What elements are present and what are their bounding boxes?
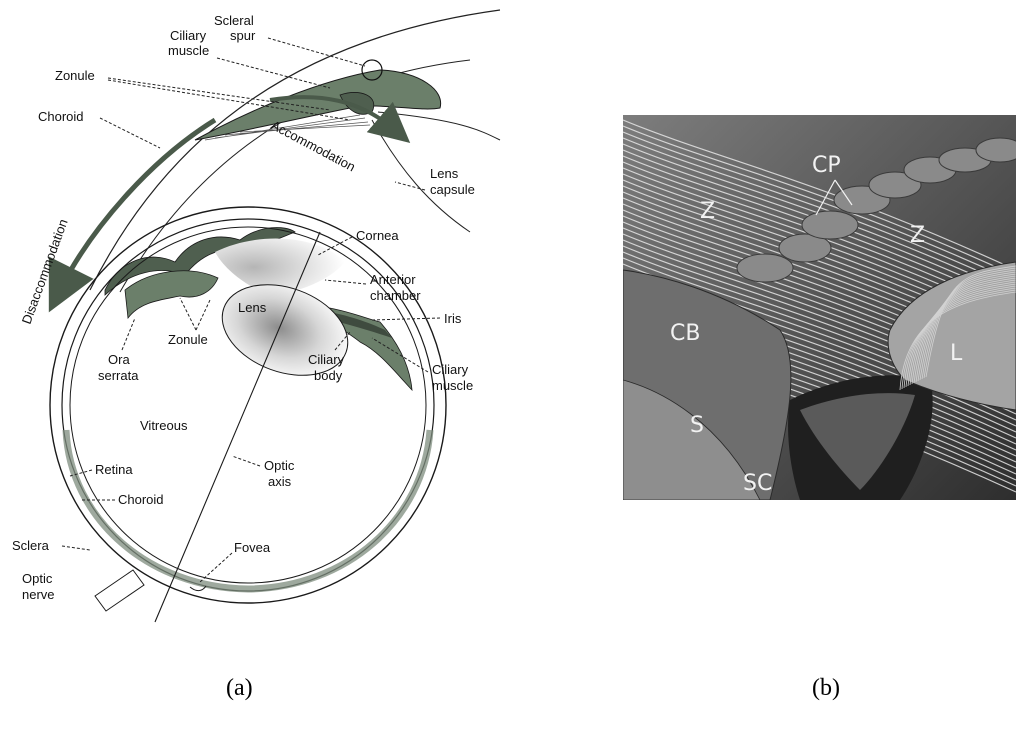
label-zonule-top: Zonule	[55, 68, 95, 83]
label-choroid-bottom: Choroid	[118, 492, 164, 507]
ciliary-body-left	[125, 271, 218, 318]
leader-iris	[372, 318, 440, 320]
leader-zonule-mid-1	[196, 300, 210, 330]
sem-label-cb: CB	[670, 321, 700, 346]
panel-b: Z Z CP CB S SC L (b)	[623, 115, 1016, 701]
label-scleral-spur-2: spur	[230, 28, 256, 43]
retina-band	[66, 430, 430, 589]
label-cornea: Cornea	[356, 228, 399, 243]
optic-nerve-shape	[95, 570, 144, 611]
label-ciliary-muscle-top-1: Ciliary	[170, 28, 207, 43]
caption-a: (a)	[226, 675, 253, 701]
label-ciliary-muscle-top-2: muscle	[168, 43, 209, 58]
label-ora-serrata-1: Ora	[108, 352, 130, 367]
label-anterior-chamber-1: Anterior	[370, 272, 416, 287]
label-vitreous: Vitreous	[140, 418, 188, 433]
label-iris: Iris	[444, 311, 462, 326]
label-ora-serrata-2: serrata	[98, 368, 139, 383]
inner-capsule-arc	[378, 112, 500, 140]
leader-cornea	[318, 237, 352, 255]
sem-label-sc: SC	[743, 471, 772, 496]
sem-label-s: S	[690, 413, 704, 438]
leader-sclera	[62, 546, 90, 550]
label-optic-axis-2: axis	[268, 474, 292, 489]
leader-optic-axis	[232, 456, 260, 466]
label-optic-nerve-2: nerve	[22, 587, 55, 602]
label-lens-capsule-1: Lens	[430, 166, 459, 181]
sem-label-l: L	[950, 341, 963, 366]
label-fovea: Fovea	[234, 540, 271, 555]
leader-anterior-chamber	[325, 280, 366, 284]
sem-label-cp: CP	[812, 153, 841, 178]
label-sclera: Sclera	[12, 538, 50, 553]
sem-label-z1: Z	[700, 199, 715, 224]
leader-ciliary-muscle-top	[217, 58, 330, 88]
label-lens: Lens	[238, 300, 267, 315]
panel-a: Scleral spur Ciliary muscle Zonule Choro…	[12, 10, 500, 701]
leader-ora-serrata	[122, 318, 135, 350]
leader-fovea	[200, 553, 232, 582]
label-optic-axis-1: Optic	[264, 458, 295, 473]
leader-choroid-top	[100, 118, 160, 148]
label-zonule-mid: Zonule	[168, 332, 208, 347]
label-optic-nerve-1: Optic	[22, 571, 53, 586]
caption-b: (b)	[812, 675, 840, 701]
sem-label-z2: Z	[910, 223, 925, 248]
label-choroid-top: Choroid	[38, 109, 84, 124]
ciliary-muscle-upper	[195, 70, 441, 140]
label-anterior-chamber-2: chamber	[370, 288, 421, 303]
label-retina: Retina	[95, 462, 133, 477]
label-ciliary-muscle-bottom-2: muscle	[432, 378, 473, 393]
label-lens-capsule-2: capsule	[430, 182, 475, 197]
leader-zonule-mid-2	[180, 298, 196, 330]
label-ciliary-muscle-bottom-1: Ciliary	[432, 362, 469, 377]
label-ciliary-body-1: Ciliary	[308, 352, 345, 367]
label-disaccommodation: Disaccommodation	[19, 217, 71, 326]
label-accommodation: Accommodation	[269, 117, 358, 174]
label-scleral-spur-1: Scleral	[214, 13, 254, 28]
label-ciliary-body-2: body	[314, 368, 343, 383]
